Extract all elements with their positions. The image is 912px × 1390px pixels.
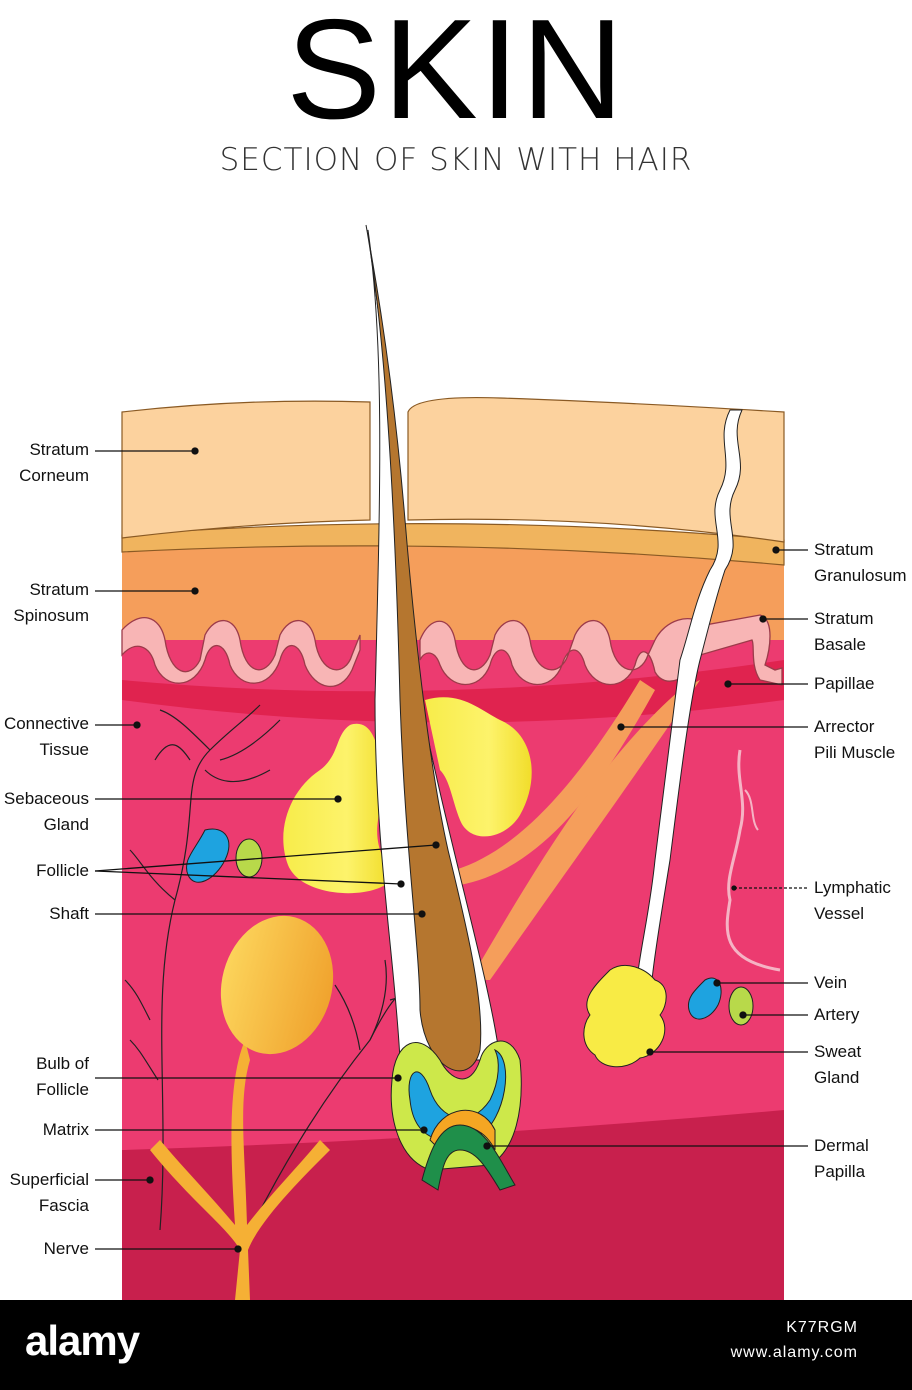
nerve-shape (150, 1040, 330, 1300)
hair-shaft (365, 224, 482, 1072)
label-matrix: Matrix (42, 1120, 89, 1139)
site-url: www.alamy.com (730, 1344, 858, 1361)
lymphatic-vessel-shape (725, 749, 781, 972)
stratum-basale-band (121, 617, 361, 688)
artery-right (728, 986, 754, 1026)
label-follicle: Follicle (36, 861, 89, 880)
skin-cross-section (94, 224, 808, 1300)
vein-left (186, 828, 230, 883)
image-id: K77RGM (786, 1319, 858, 1336)
superficial-fascia-layer (122, 1110, 784, 1300)
nerve-bulb (220, 915, 334, 1055)
stratum-granulosum-layer (121, 523, 785, 566)
label-artery: Artery (814, 1005, 860, 1024)
label-shaft: Shaft (49, 904, 89, 923)
stratum-corneum-layer-b (407, 397, 785, 543)
stratum-spinosum-layer (122, 526, 784, 640)
alamy-logo: alamy (25, 1317, 140, 1364)
diagram-subtitle: SECTION OF SKIN WITH HAIR (219, 142, 693, 178)
label-papillae: Papillae (814, 674, 875, 693)
papillary-band (122, 660, 784, 723)
arrector-pili-shape (470, 680, 700, 980)
stratum-corneum-layer (121, 400, 371, 539)
leader-lines (94, 447, 808, 1253)
label-vein: Vein (814, 973, 848, 992)
sebaceous-gland-right (425, 697, 532, 837)
sweat-gland-shape (583, 965, 667, 1068)
dermal-papilla-green (421, 1124, 516, 1191)
watermark-footer: alamy K77RGM www.alamy.com (0, 1300, 912, 1390)
diagram-title: SKIN (286, 0, 626, 149)
label-nerve: Nerve (43, 1239, 89, 1258)
